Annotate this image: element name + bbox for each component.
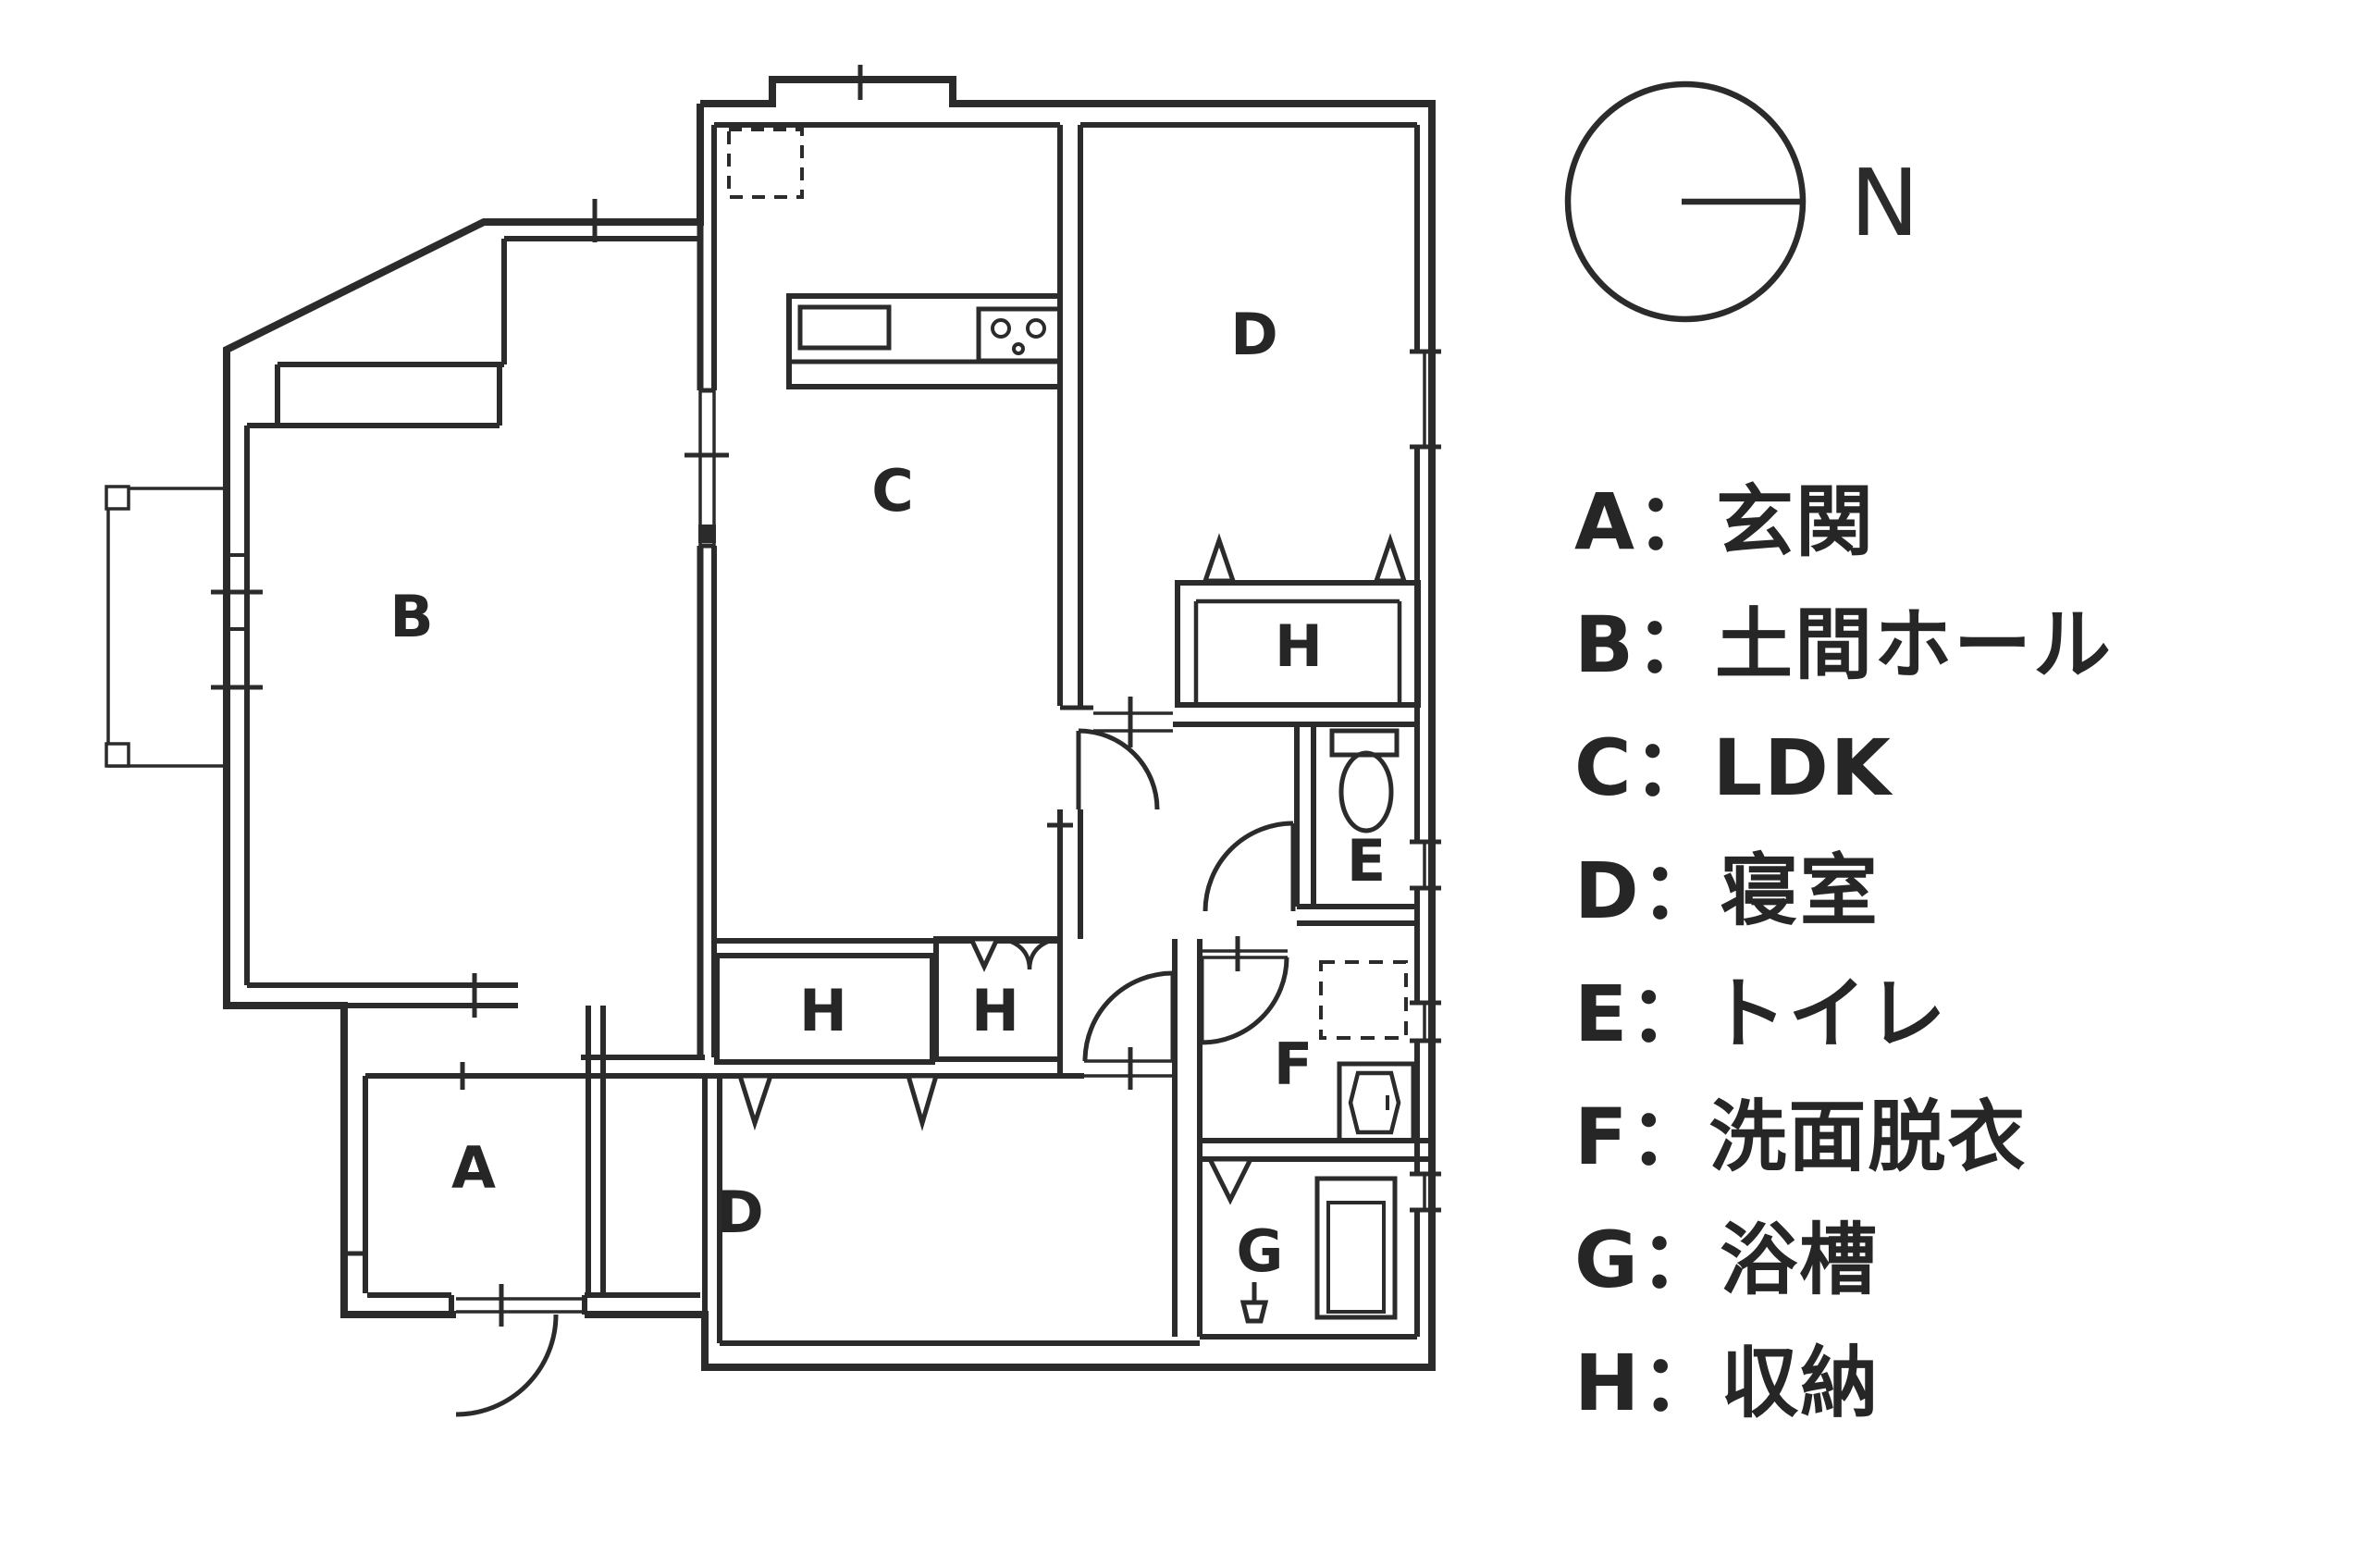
kitchen-sink-icon: [797, 304, 892, 351]
room-label-h1: H: [799, 977, 847, 1044]
room-label-c: C: [871, 457, 914, 525]
bathtub-icon: [1314, 1176, 1398, 1320]
legend-item-d: D：寝室: [1574, 846, 1880, 936]
room-label-f: F: [1274, 1031, 1313, 1098]
h-closet: [1175, 533, 1421, 708]
upper-left-inner-walls: [247, 236, 700, 428]
b-west-wall: [211, 426, 263, 985]
legend-item-g: G：浴槽: [1574, 1215, 1879, 1305]
legend-item-b: B：土間ホール: [1574, 599, 2114, 690]
bifold-door-arcs: [1002, 936, 1057, 970]
c-d-wall: [1047, 125, 1093, 1076]
entrance: [367, 1284, 700, 1417]
room-labels: B C D H E F G H H A D: [389, 301, 1386, 1285]
sliding-door-icon: [736, 1073, 774, 1131]
shower-icon: [1240, 1282, 1269, 1324]
entrance-door-arc: [455, 1314, 559, 1417]
toilet-icon: [1329, 728, 1400, 833]
folding-door-icon: [968, 936, 1001, 972]
b-c-wall: [684, 104, 729, 1057]
legend-item-h: H：収納: [1574, 1338, 1881, 1428]
legend-item-e: E：トイレ: [1574, 969, 1948, 1059]
room-label-d-bottom: D: [716, 1179, 763, 1246]
washing-machine-icon: [1319, 960, 1408, 1040]
corridor-east-wall: [1172, 939, 1202, 1337]
room-label-h-closet: H: [1275, 612, 1323, 680]
folding-door-icon: [1202, 533, 1237, 584]
compass-icon: N: [1564, 80, 1919, 323]
room-label-g: G: [1237, 1217, 1284, 1285]
room-label-h2: H: [971, 977, 1019, 1044]
kitchen-counter: [786, 293, 1063, 389]
a-east-wall: [586, 1006, 606, 1293]
room-label-a: A: [451, 1134, 496, 1202]
compass-north-label: N: [1850, 149, 1919, 257]
legend-item-a: A：玄関: [1574, 476, 1876, 567]
toilet-room: [1294, 724, 1417, 926]
corridor-door: [1076, 697, 1173, 810]
d-bottom-room: [702, 1073, 1200, 1367]
cooktop-icon: [976, 306, 1063, 364]
folding-door-icon: [1373, 533, 1408, 584]
toilet-lobby-door: [1202, 821, 1296, 912]
east-inner-wall: [1410, 125, 1441, 1337]
legend-item-f: F：洗面脱衣: [1574, 1092, 2028, 1182]
dashed-fixture-box: [727, 128, 804, 199]
washroom-door-arc: [1201, 957, 1289, 1045]
d-bottom-door: [1082, 970, 1176, 1090]
outer-walls: [223, 65, 1436, 1371]
bath-door-icon: [1205, 1156, 1255, 1205]
room-label-e: E: [1347, 827, 1386, 895]
room-label-d-top: D: [1230, 301, 1277, 368]
legend-item-c: C：LDK: [1574, 722, 1893, 813]
room-label-b: B: [389, 583, 433, 650]
bathroom: [1200, 1138, 1432, 1340]
washbasin-icon: [1337, 1061, 1416, 1143]
sliding-door-icon: [905, 1073, 940, 1131]
balcony: [105, 485, 228, 768]
h1-closet: [714, 953, 935, 1065]
b-bottom-wall: [247, 973, 518, 1018]
